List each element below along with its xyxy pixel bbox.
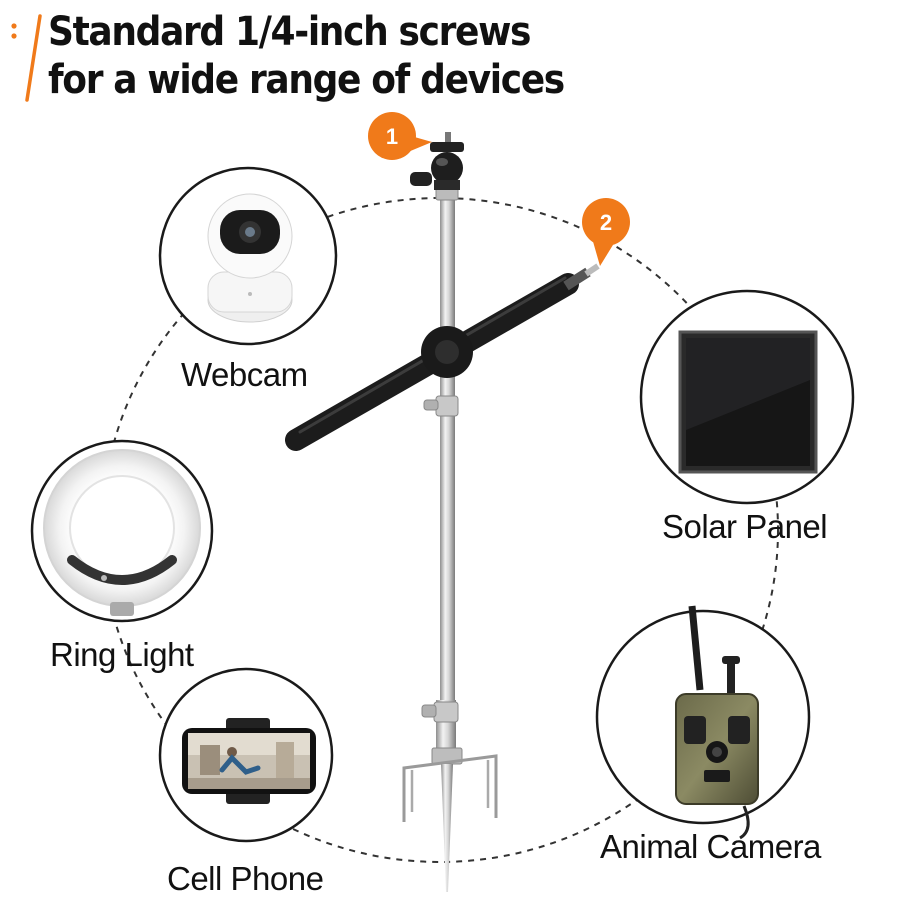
device-label-animal-camera: Animal Camera [600, 828, 821, 865]
solar-panel-circle [639, 289, 855, 505]
device-label-solar-panel: Solar Panel [662, 508, 828, 545]
badge-1-number: 1 [386, 124, 398, 149]
page-title: Standard 1/4-inch screws for a wide rang… [48, 8, 565, 104]
webcam-circle [158, 166, 338, 346]
stake-pole-icon [402, 185, 498, 892]
badge-2-number: 2 [600, 210, 612, 235]
solar-panel-device-icon [678, 330, 818, 474]
accent-slash [25, 14, 42, 102]
ring-light-circle [30, 439, 214, 623]
cell-phone-circle [158, 667, 334, 843]
animal-camera-circle [595, 605, 811, 840]
phone-holder-device-icon [182, 718, 316, 804]
badge-2-icon: 2 [582, 198, 630, 266]
ring-light-device-icon [43, 449, 201, 616]
device-label-cell-phone: Cell Phone [167, 860, 324, 897]
title-line-1: Standard 1/4-inch screws [48, 9, 531, 55]
device-label-webcam: Webcam [181, 356, 308, 393]
webcam-device-icon [207, 193, 293, 323]
accent-dots [11, 23, 17, 39]
tripod-ball-head-icon [410, 132, 464, 190]
device-label-ring-light: Ring Light [50, 636, 194, 673]
boom-arm-icon [285, 263, 600, 451]
title-line-2: for a wide range of devices [48, 57, 565, 103]
badge-1-icon: 1 [368, 112, 432, 160]
trail-camera-device-icon [675, 605, 759, 840]
dashed-connection-ring [101, 197, 779, 863]
